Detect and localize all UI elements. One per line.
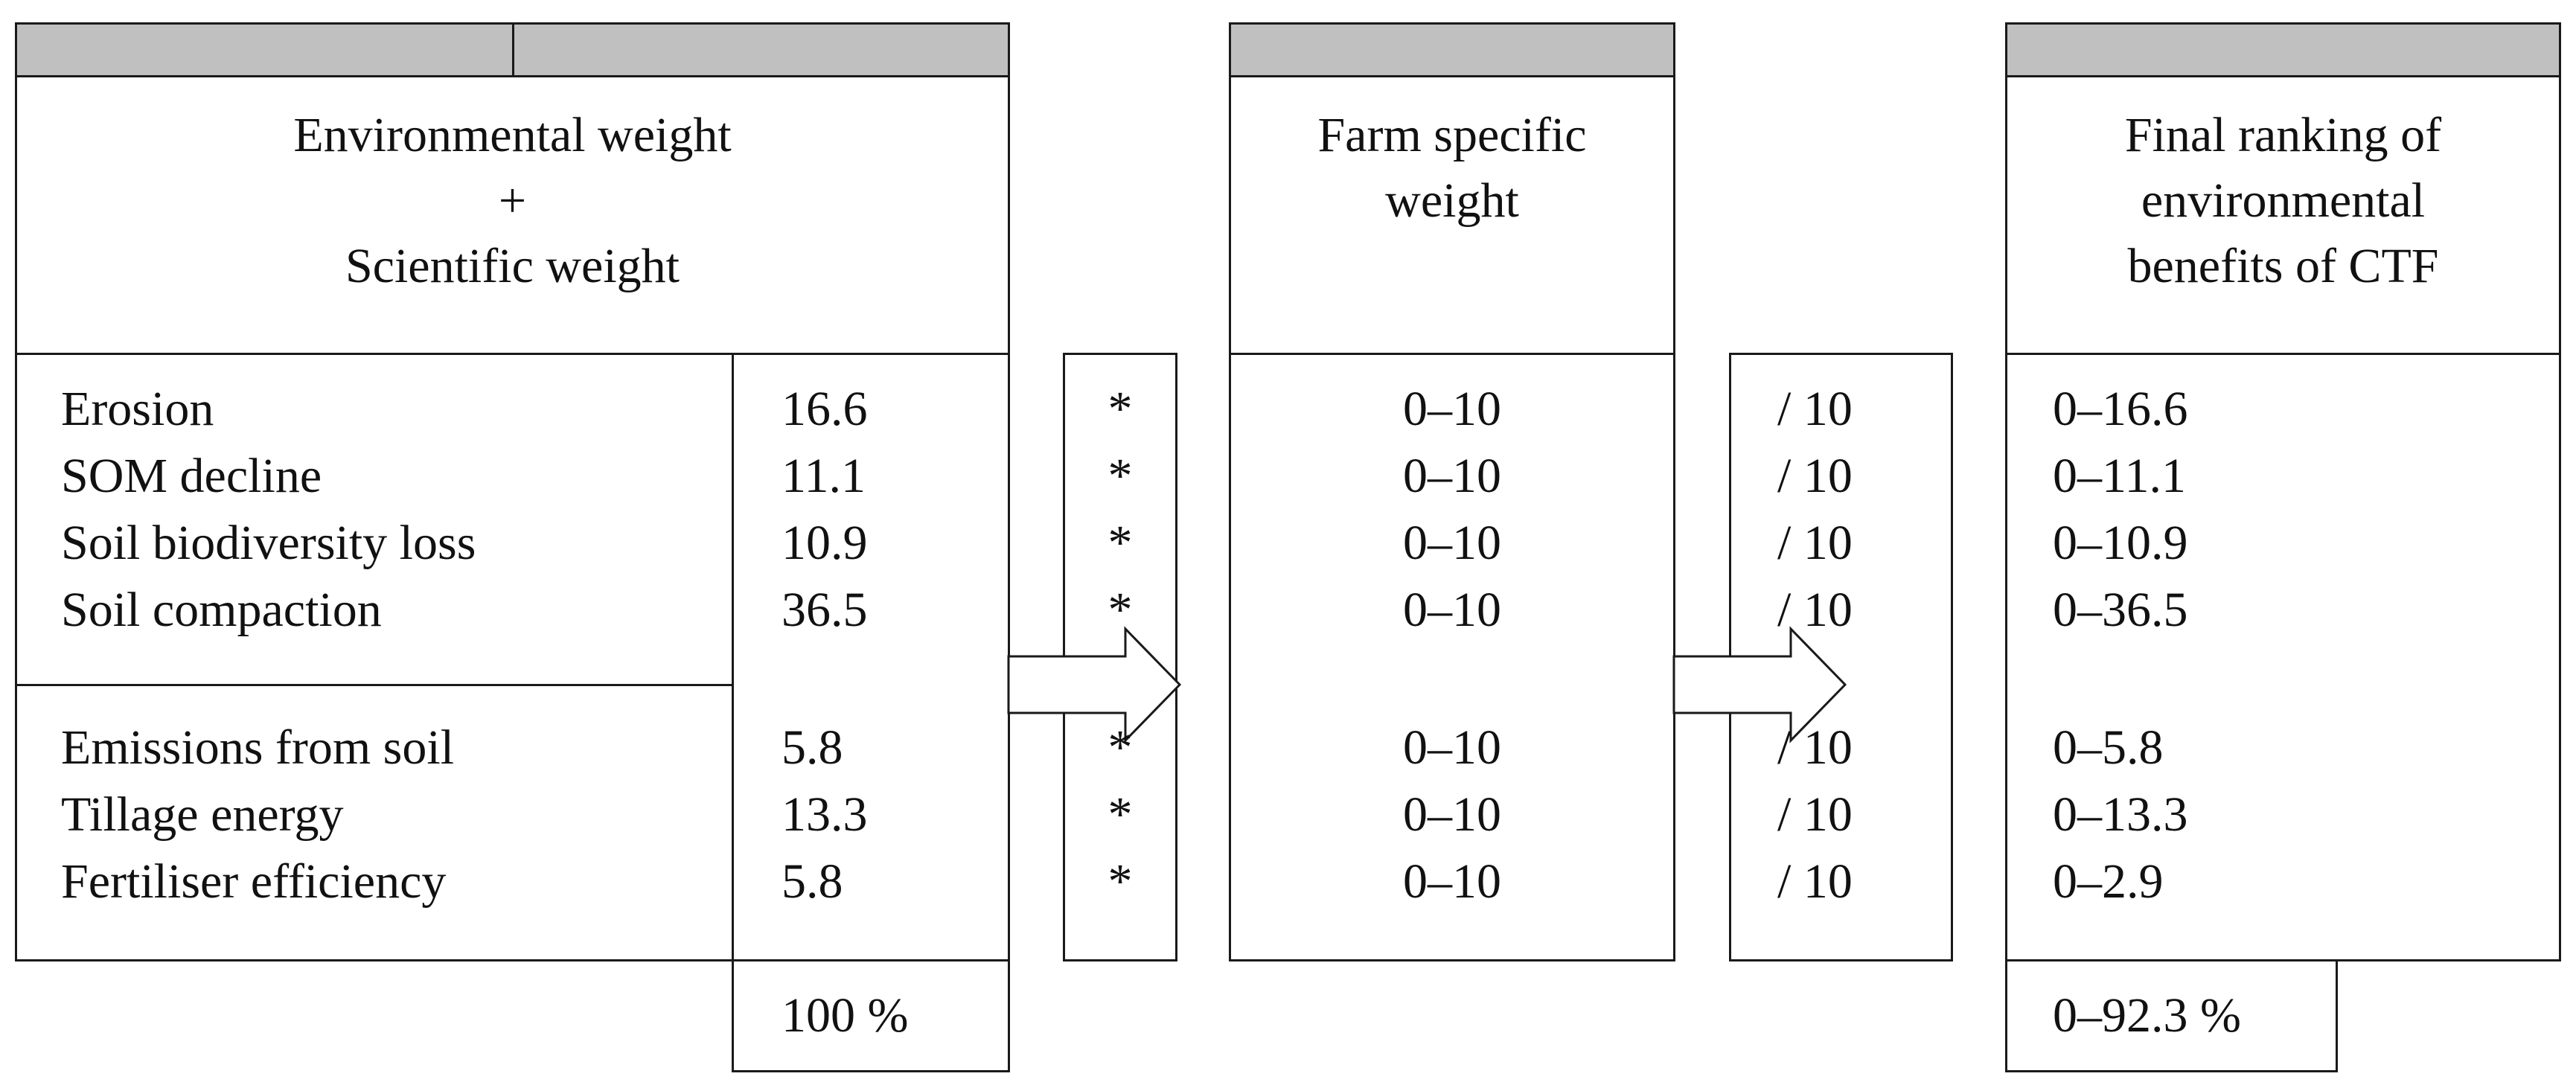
left-panel-title-line-1: Environmental weight xyxy=(293,108,732,162)
farm-weight-soil-compaction: 0–10 xyxy=(1403,583,1501,637)
multiply-symbol: * xyxy=(1108,449,1133,503)
final-ranking-som-decline: 0–11.1 xyxy=(2053,449,2187,503)
divide-symbol: / 10 xyxy=(1777,854,1853,909)
label-tillage-energy: Tillage energy xyxy=(61,787,344,842)
left-panel-total: 100 % xyxy=(782,988,909,1043)
left-panel-header-bar-b xyxy=(512,22,1010,77)
left-panel-header-bar-a xyxy=(15,22,514,77)
label-erosion: Erosion xyxy=(61,382,214,436)
weight-tillage-energy: 13.3 xyxy=(782,787,868,842)
left-panel-weights-group1: 16.6 11.1 10.9 36.5 xyxy=(782,376,868,644)
farm-weight-soil-biodiversity-loss: 0–10 xyxy=(1403,516,1501,570)
farm-weight-erosion: 0–10 xyxy=(1403,382,1501,436)
middle-panel-values-box xyxy=(1229,353,1675,961)
multiply-symbol: * xyxy=(1108,854,1133,909)
final-ranking-fertiliser-efficiency: 0–2.9 xyxy=(2053,854,2164,909)
middle-panel-values-group1: 0–10 0–10 0–10 0–10 xyxy=(1229,376,1675,644)
left-panel-weights-group2: 5.8 13.3 5.8 xyxy=(782,714,868,915)
right-panel-values-group2: 0–5.8 0–13.3 0–2.9 xyxy=(2053,714,2188,915)
left-panel-weights-box xyxy=(732,353,1010,961)
middle-panel-title: Farm specific weight xyxy=(1229,103,1675,234)
weight-soil-biodiversity-loss: 10.9 xyxy=(782,516,868,570)
right-panel-values-group1: 0–16.6 0–11.1 0–10.9 0–36.5 xyxy=(2053,376,2188,644)
multiply-symbol: * xyxy=(1108,382,1133,436)
left-panel-labels-group2: Emissions from soil Tillage energy Ferti… xyxy=(61,714,454,915)
multiply-symbol: * xyxy=(1108,720,1133,775)
left-panel-labels-box-group2 xyxy=(15,684,734,961)
divide-symbol: / 10 xyxy=(1777,720,1853,775)
label-soil-compaction: Soil compaction xyxy=(61,583,382,637)
farm-weight-som-decline: 0–10 xyxy=(1403,449,1501,503)
divide-symbol: / 10 xyxy=(1777,583,1853,637)
farm-weight-emissions-from-soil: 0–10 xyxy=(1403,720,1501,775)
divide-symbols-group2: / 10 / 10 / 10 xyxy=(1777,714,1853,915)
farm-weight-fertiliser-efficiency: 0–10 xyxy=(1403,854,1501,909)
arrow-right-icon xyxy=(1007,626,1182,743)
middle-panel-title-line-1: Farm specific xyxy=(1317,108,1587,162)
multiply-symbol: * xyxy=(1108,583,1133,637)
divide-symbols-group1: / 10 / 10 / 10 / 10 xyxy=(1777,376,1853,644)
label-fertiliser-efficiency: Fertiliser efficiency xyxy=(61,854,447,909)
multiply-symbol: * xyxy=(1108,787,1133,842)
final-ranking-erosion: 0–16.6 xyxy=(2053,382,2188,436)
final-ranking-tillage-energy: 0–13.3 xyxy=(2053,787,2188,842)
left-panel-labels-box-group1 xyxy=(15,353,734,686)
left-panel-labels-group1: Erosion SOM decline Soil biodiversity lo… xyxy=(61,376,476,644)
left-panel-total-box xyxy=(732,959,1010,1072)
divide-symbol: / 10 xyxy=(1777,449,1853,503)
weight-erosion: 16.6 xyxy=(782,382,868,436)
arrow-right-icon xyxy=(1672,626,1847,743)
right-panel-title-line-2: environmental xyxy=(2141,173,2426,228)
middle-panel-header-bar xyxy=(1229,22,1675,77)
weight-som-decline: 11.1 xyxy=(782,449,866,503)
right-panel-title-line-3: benefits of CTF xyxy=(2127,239,2439,293)
right-panel-header-bar xyxy=(2005,22,2561,77)
weight-soil-compaction: 36.5 xyxy=(782,583,868,637)
label-soil-biodiversity-loss: Soil biodiversity loss xyxy=(61,516,476,570)
divide-symbol: / 10 xyxy=(1777,516,1853,570)
farm-weight-tillage-energy: 0–10 xyxy=(1403,787,1501,842)
divide-symbol: / 10 xyxy=(1777,382,1853,436)
right-panel-title-line-1: Final ranking of xyxy=(2124,108,2442,162)
right-panel-values-box xyxy=(2005,353,2561,961)
left-panel-title: Environmental weight + Scientific weight xyxy=(15,103,1010,299)
multiply-symbol: * xyxy=(1108,516,1133,570)
right-panel-total: 0–92.3 % xyxy=(2053,988,2241,1043)
multiply-symbols-group2: * * * xyxy=(1063,714,1177,915)
middle-panel-title-box xyxy=(1229,75,1675,355)
left-panel-title-box xyxy=(15,75,1010,355)
final-ranking-soil-compaction: 0–36.5 xyxy=(2053,583,2188,637)
middle-panel-title-line-2: weight xyxy=(1385,173,1519,228)
final-ranking-emissions-from-soil: 0–5.8 xyxy=(2053,720,2164,775)
middle-panel-values-group2: 0–10 0–10 0–10 xyxy=(1229,714,1675,915)
final-ranking-soil-biodiversity-loss: 0–10.9 xyxy=(2053,516,2188,570)
left-panel-title-line-3: Scientific weight xyxy=(345,239,680,293)
weight-fertiliser-efficiency: 5.8 xyxy=(782,854,843,909)
divide-symbol: / 10 xyxy=(1777,787,1853,842)
left-panel-title-line-2: + xyxy=(498,173,527,228)
right-panel-title-box xyxy=(2005,75,2561,355)
weight-emissions-from-soil: 5.8 xyxy=(782,720,843,775)
multiply-symbols-group1: * * * * xyxy=(1063,376,1177,644)
label-som-decline: SOM decline xyxy=(61,449,322,503)
right-panel-total-box xyxy=(2005,959,2338,1072)
right-panel-title: Final ranking of environmental benefits … xyxy=(2005,103,2561,299)
label-emissions-from-soil: Emissions from soil xyxy=(61,720,455,775)
